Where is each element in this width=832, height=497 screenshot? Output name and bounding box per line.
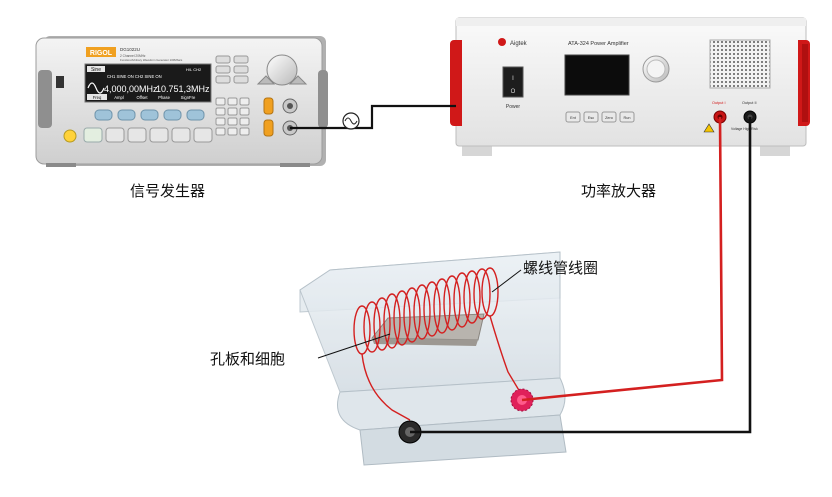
- menu-button[interactable]: [233, 65, 249, 74]
- amp-button[interactable]: [601, 111, 617, 123]
- generator-desc-2: Function/Arbitrary Waveform Generator 10…: [120, 58, 183, 62]
- rigol-logo: [86, 47, 116, 57]
- amp-button-label: Esc: [588, 116, 594, 120]
- softkey-row: [94, 109, 205, 121]
- softkey-button[interactable]: [140, 109, 159, 121]
- arrow-key-right[interactable]: [288, 75, 308, 85]
- plate-leader-line: [317, 333, 391, 359]
- function-button[interactable]: [193, 127, 213, 143]
- keypad-key[interactable]: [227, 117, 238, 126]
- generator-brand: RIGOL: [90, 50, 113, 57]
- amp-brand: Aigtek: [510, 41, 528, 47]
- keypad-key[interactable]: [239, 107, 250, 116]
- function-button[interactable]: [83, 127, 103, 143]
- vent-grill: [709, 39, 771, 89]
- keypad-key[interactable]: [239, 97, 250, 106]
- output-label-1: Output I: [712, 101, 726, 105]
- signal-generator: RIGOL DG1022U 2 Channel 20MHz Function/A…: [35, 36, 328, 167]
- power-switch[interactable]: [502, 66, 524, 98]
- amp-display: [564, 54, 630, 96]
- keypad-key[interactable]: [215, 117, 226, 126]
- black-output-cable: [410, 117, 752, 434]
- function-button[interactable]: [171, 127, 191, 143]
- menu-button[interactable]: [233, 75, 249, 84]
- softkey-button[interactable]: [186, 109, 205, 121]
- frequency-ch1: 4,000,00MHz: [104, 84, 158, 94]
- sine-icon: [87, 82, 105, 94]
- coil-plate-assembly: [299, 251, 567, 466]
- softkey-button[interactable]: [163, 109, 182, 121]
- keypad-key[interactable]: [227, 107, 238, 116]
- caption-coil: 螺线管线圈: [523, 259, 599, 277]
- rotary-knob[interactable]: [266, 54, 298, 86]
- usb-port: [56, 76, 64, 88]
- function-button[interactable]: [127, 127, 147, 143]
- softkey-button[interactable]: [94, 109, 113, 121]
- amp-button[interactable]: [619, 111, 635, 123]
- warning-text: Voltage High Risk: [731, 127, 758, 131]
- amp-button-label: Zero: [605, 116, 613, 120]
- switch-off-label: O: [511, 89, 516, 95]
- sine-wave-icon: [344, 117, 358, 125]
- caption-power-amplifier: 功率放大器: [581, 182, 657, 200]
- softkey-label: Ampl: [114, 95, 124, 100]
- caption-signal-generator: 信号发生器: [130, 182, 206, 200]
- softkey-label: Freq: [93, 95, 102, 100]
- output-button-ch1[interactable]: [263, 97, 274, 115]
- function-button[interactable]: [149, 127, 169, 143]
- caption-plate-cells: 孔板和细胞: [210, 350, 286, 368]
- menu-button[interactable]: [215, 55, 231, 64]
- aigtek-logo-icon: [498, 38, 506, 46]
- output-button-ch2[interactable]: [263, 119, 274, 137]
- red-output-cable: [521, 116, 724, 402]
- amp-model: ATA-324 Power Amplifier: [568, 41, 629, 47]
- softkey-button[interactable]: [117, 109, 136, 121]
- generator-model: DG1022U: [120, 47, 140, 52]
- keypad-key[interactable]: [239, 117, 250, 126]
- power-label: Power: [506, 104, 521, 110]
- keypad-key[interactable]: [227, 127, 238, 136]
- arrow-key-left[interactable]: [256, 75, 276, 85]
- amp-button[interactable]: [583, 111, 599, 123]
- keypad-key[interactable]: [239, 127, 250, 136]
- menu-button[interactable]: [233, 55, 249, 64]
- keypad-key[interactable]: [215, 107, 226, 116]
- signal-cable: [290, 104, 456, 130]
- amp-button-label: Run: [624, 116, 631, 120]
- softkey-labels: Freq Ampl Offset Phase SignFre: [87, 94, 196, 100]
- keypad-key[interactable]: [215, 97, 226, 106]
- keypad-key[interactable]: [215, 127, 226, 136]
- menu-button[interactable]: [215, 75, 231, 84]
- output-label-2: Output II: [742, 101, 757, 105]
- warning-icon: [703, 123, 715, 133]
- channel-status: CH1 SINE ON CH2 SINE ON: [107, 74, 162, 79]
- coil-leader-line: [491, 269, 522, 293]
- function-button[interactable]: [105, 127, 125, 143]
- softkey-label: SignFre: [181, 95, 196, 100]
- softkey-label: Offset: [136, 95, 148, 100]
- softkey-label: Phase: [158, 95, 171, 100]
- amp-button-label: Ent: [570, 116, 577, 120]
- frequency-ch2: 10.751,3MHz: [156, 84, 210, 94]
- amp-button[interactable]: [565, 111, 581, 123]
- menu-button[interactable]: [215, 65, 231, 74]
- keypad-key[interactable]: [227, 97, 238, 106]
- switch-on-label: I: [512, 76, 514, 82]
- top-right-tag: H/L CH2: [186, 67, 202, 72]
- power-amplifier: Aigtek ATA-324 Power Amplifier I O Power…: [450, 17, 810, 156]
- wave-label: Sine: [91, 67, 101, 73]
- left-handle: [450, 40, 462, 126]
- numeric-keypad: [215, 97, 250, 136]
- power-button[interactable]: [63, 129, 77, 143]
- generator-desc-1: 2 Channel 20MHz: [120, 54, 146, 58]
